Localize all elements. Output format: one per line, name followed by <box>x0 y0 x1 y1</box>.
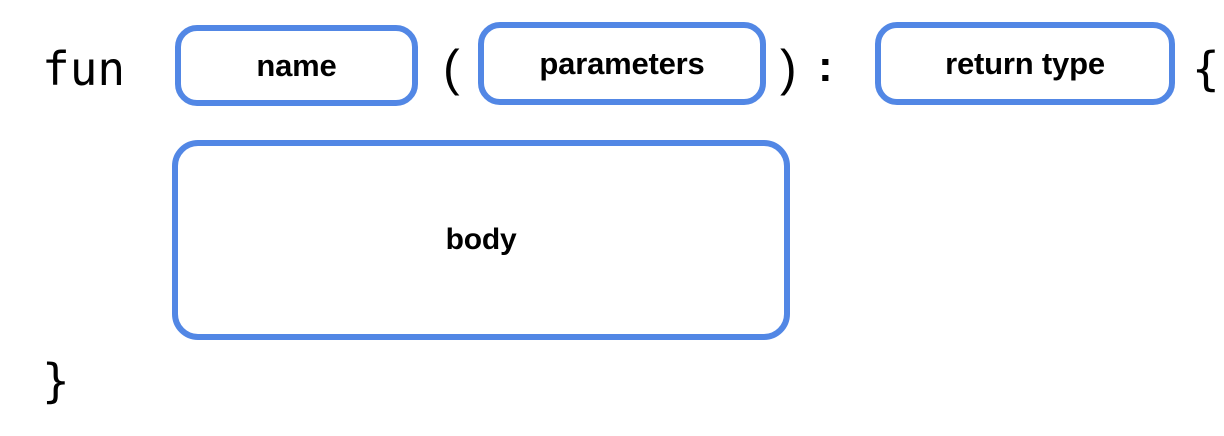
slot-parameters[interactable]: parameters <box>478 22 766 105</box>
slot-return-type[interactable]: return type <box>875 22 1175 105</box>
slot-parameters-label: parameters <box>539 46 705 81</box>
brace-open-token: { <box>1192 42 1220 96</box>
paren-close-token: ) <box>780 40 797 96</box>
slot-return-type-label: return type <box>945 46 1105 81</box>
slot-body[interactable]: body <box>172 140 790 340</box>
paren-open-token: ( <box>443 40 460 96</box>
brace-close-token: } <box>42 354 70 408</box>
fun-keyword: fun <box>42 42 126 96</box>
slot-name-label: name <box>256 48 337 83</box>
slot-body-label: body <box>445 223 517 256</box>
colon-token: : <box>818 42 833 91</box>
slot-name[interactable]: name <box>175 25 418 106</box>
